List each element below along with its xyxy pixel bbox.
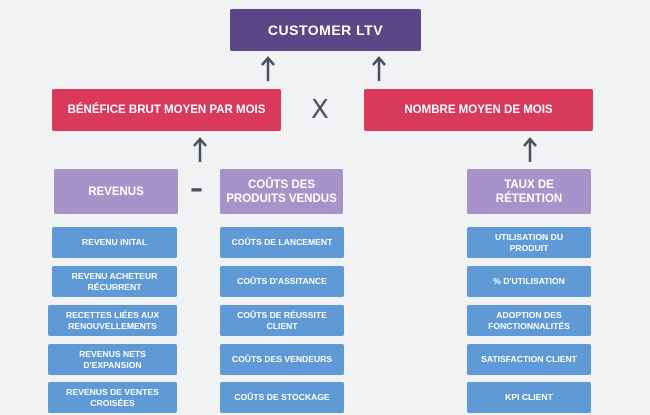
retention-label: TAUX DE RÉTENTION [495, 178, 563, 205]
couts-item-customer-success: COÛTS DE RÉUSSITE CLIENT [220, 305, 344, 336]
arrow-up-left-to-ltv [261, 56, 275, 81]
retention-box: TAUX DE RÉTENTION [467, 169, 591, 214]
revenus-item-expansion: REVENUS NETS D'EXPANSION [48, 344, 177, 375]
couts-item-storage: COÛTS DE STOCKAGE [220, 382, 344, 413]
gross-profit-box: BÉNÉFICE BRUT MOYEN PAR MOIS [52, 89, 281, 131]
retention-item-product-usage: UTILISATION DU PRODUIT [467, 227, 591, 258]
retention-item-usage-percent: % D'UTILISATION [467, 266, 591, 297]
revenus-item-recurring: REVENU ACHETEUR RÉCURRENT [52, 266, 177, 297]
revenus-item-cross-sell: REVENUS DE VENTES CROISÉES [48, 382, 177, 413]
couts-item-label: COÛTS D'ASSITANCE [237, 276, 327, 287]
retention-item-feature-adoption: ADOPTION DES FONCTIONNALITÉS [467, 305, 591, 336]
retention-item-label: SATISFACTION CLIENT [481, 354, 577, 365]
arrow-up-to-avg-months [523, 137, 537, 162]
revenus-item-renewals: RECETTES LIÉES AUX RENOUVELLEMENTS [48, 305, 177, 336]
customer-ltv-label: CUSTOMER LTV [267, 22, 384, 38]
gross-profit-label: BÉNÉFICE BRUT MOYEN PAR MOIS [67, 104, 266, 116]
avg-months-label: NOMBRE MOYEN DE MOIS [404, 104, 553, 116]
couts-item-launch: COÛTS DE LANCEMENT [220, 227, 344, 258]
couts-item-label: COÛTS DE STOCKAGE [234, 392, 330, 403]
retention-item-label: % D'UTILISATION [493, 276, 565, 287]
couts-item-sellers: COÛTS DES VENDEURS [220, 344, 344, 375]
customer-ltv-box: CUSTOMER LTV [230, 9, 421, 51]
revenus-item-label: REVENUS NETS D'EXPANSION [79, 349, 146, 370]
revenus-label: REVENUS [88, 185, 144, 198]
couts-item-label: COÛTS DES VENDEURS [231, 354, 333, 365]
retention-item-label: KPI CLIENT [505, 392, 553, 403]
retention-item-satisfaction: SATISFACTION CLIENT [467, 344, 591, 375]
revenus-item-label: REVENU ACHETEUR RÉCURRENT [71, 271, 158, 292]
revenus-item-label: REVENUS DE VENTES CROISÉES [66, 387, 159, 408]
couts-label: COÛTS DES PRODUITS VENDUS [226, 178, 337, 205]
retention-item-kpi: KPI CLIENT [467, 382, 591, 413]
revenus-item-label: RECETTES LIÉES AUX RENOUVELLEMENTS [65, 310, 160, 331]
couts-box: COÛTS DES PRODUITS VENDUS [220, 169, 343, 214]
minus-operator: – [190, 174, 203, 204]
couts-item-label: COÛTS DE LANCEMENT [231, 237, 333, 248]
multiply-operator: X [311, 95, 329, 125]
revenus-box: REVENUS [54, 169, 178, 214]
revenus-item-label: REVENU INITAL [81, 237, 148, 248]
arrow-up-to-gross-profit [193, 137, 207, 162]
retention-item-label: ADOPTION DES FONCTIONNALITÉS [488, 310, 570, 331]
couts-item-label: COÛTS DE RÉUSSITE CLIENT [237, 310, 327, 331]
avg-months-box: NOMBRE MOYEN DE MOIS [364, 89, 593, 131]
revenus-item-initial: REVENU INITAL [52, 227, 177, 258]
arrow-up-right-to-ltv [372, 56, 386, 81]
retention-item-label: UTILISATION DU PRODUIT [494, 232, 564, 253]
couts-item-support: COÛTS D'ASSITANCE [220, 266, 344, 297]
